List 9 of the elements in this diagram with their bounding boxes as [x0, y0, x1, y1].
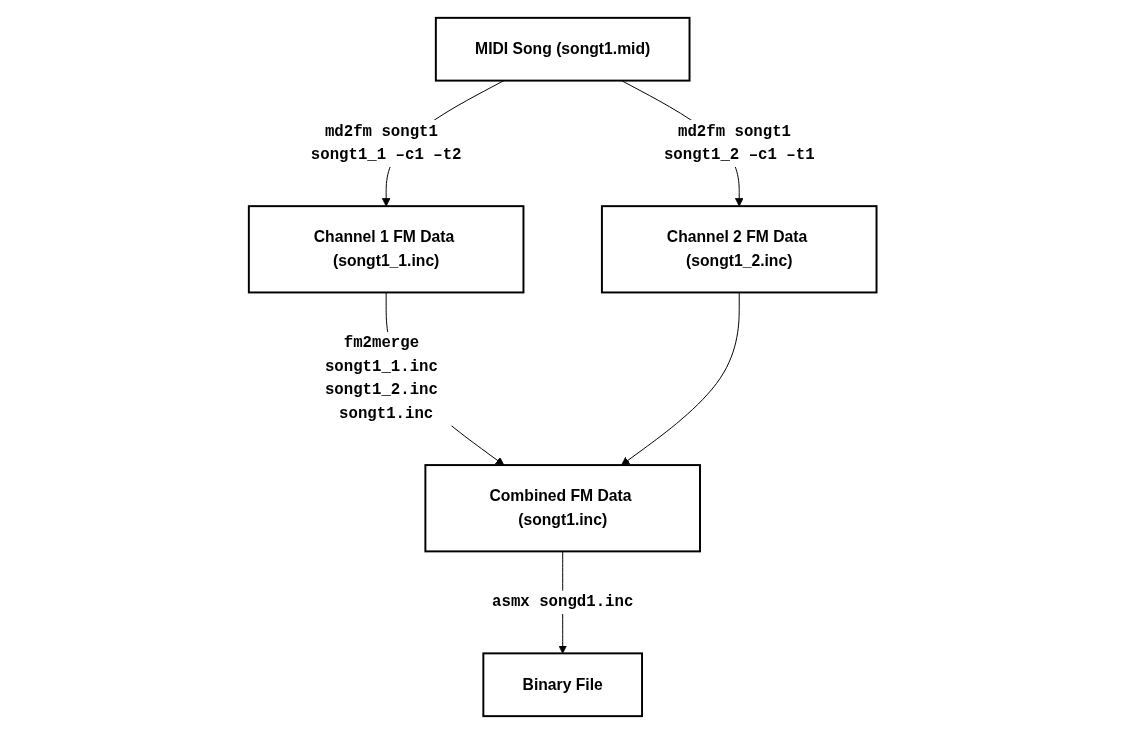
node-box: MIDI Song (songt1.mid): [434, 16, 691, 82]
node-box: Channel 1 FM Data (songt1_1.inc): [247, 205, 525, 294]
edge-label: md2fm songt1 songt1_1 –c1 –t2: [310, 122, 462, 164]
node-box: Channel 2 FM Data (songt1_2.inc): [600, 205, 878, 294]
node-box: Binary File: [482, 652, 643, 718]
node-box: Combined FM Data (songt1.inc): [424, 464, 701, 553]
edge-label: md2fm songt1 songt1_2 –c1 –t1: [663, 122, 815, 164]
edge-label: fm2merge songt1_1.inc songt1_2.inc songt1.inc: [324, 334, 438, 423]
edge-label: asmx songd1.inc: [491, 593, 634, 612]
